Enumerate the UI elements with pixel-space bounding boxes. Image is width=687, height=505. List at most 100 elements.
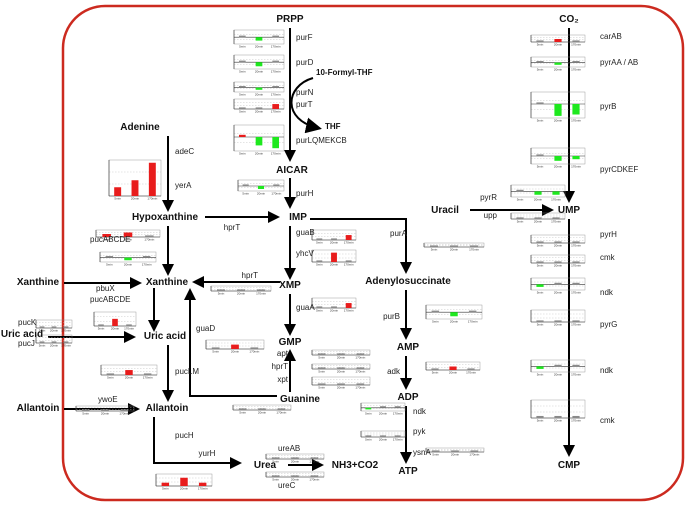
bar-5min [317, 353, 326, 355]
tick-label: 20min [554, 323, 563, 327]
enzyme-label: ysnA [413, 448, 431, 457]
bar-20min [125, 370, 133, 375]
metabolite-guanine: Guanine [280, 394, 320, 405]
tick-label: 5min [537, 68, 544, 72]
enzyme-label: hprT [224, 223, 241, 232]
bar-170min [572, 104, 580, 115]
bar-20min [51, 326, 57, 328]
bar-170min [272, 35, 279, 38]
metabolite-atp: ATP [398, 466, 418, 477]
metabolite-xmp: XMP [279, 280, 301, 291]
enzyme-label: upp [484, 211, 498, 220]
enzyme-label: pucK [18, 318, 37, 327]
tick-label: 20min [554, 264, 563, 268]
tick-label: 170min [466, 371, 476, 375]
tick-label: 5min [517, 198, 524, 202]
bar-5min [316, 306, 323, 308]
bar-20min [123, 232, 133, 237]
tick-label: 5min [239, 45, 246, 49]
bar-20min [554, 104, 562, 116]
tick-label: 5min [103, 238, 110, 242]
pathway-arrows [48, 28, 575, 471]
bar-170min [356, 367, 365, 369]
tick-label: 20min [124, 238, 133, 242]
bar-5min [39, 341, 45, 343]
tick-label: 5min [537, 373, 544, 377]
enzyme-label: pucH [175, 431, 194, 440]
bar-5min [105, 256, 114, 258]
tick-label: 170min [256, 292, 266, 296]
enzyme-label: pyrH [600, 230, 617, 239]
tick-label: 20min [255, 70, 264, 74]
enzyme-label: purN [296, 88, 314, 97]
bar-170min [142, 256, 151, 258]
tick-label: 20min [337, 356, 346, 360]
tick-label: 20min [449, 371, 458, 375]
tick-label: 170min [355, 370, 365, 374]
metabolite-adenylosuccinate: Adenylosuccinate [365, 276, 451, 287]
tick-label: 20min [379, 412, 388, 416]
tick-label: 20min [337, 370, 346, 374]
bar-170min [310, 457, 319, 459]
tick-label: 170min [344, 309, 354, 313]
enzyme-label: pucABCDE [90, 295, 130, 304]
bar-20min [291, 457, 299, 459]
tick-label: 20min [124, 263, 133, 267]
metabolite-xanthine-left: Xanthine [17, 277, 60, 288]
tick-label: 5min [39, 344, 46, 348]
tick-label: 20min [258, 411, 267, 415]
bar-5min [211, 347, 220, 349]
tick-label: 20min [255, 110, 264, 114]
tick-label: 20min [554, 68, 563, 72]
tick-label: 170min [249, 350, 259, 354]
bar-20min [51, 341, 57, 343]
tick-label: 170min [271, 45, 281, 49]
bar-20min [337, 383, 345, 385]
tick-label: 20min [231, 350, 240, 354]
enzyme-label: yhcV [296, 249, 314, 258]
bar-20min [337, 353, 345, 355]
enzyme-label: cmk [600, 253, 616, 262]
enzyme-label: purD [296, 58, 314, 67]
tick-label: 20min [131, 197, 140, 201]
tick-label: 5min [537, 119, 544, 123]
tick-label: 5min [537, 264, 544, 268]
tick-label: 5min [537, 323, 544, 327]
metabolite-uric-acid: Uric acid [144, 331, 186, 342]
metabolite-co2: CO₂ [559, 14, 578, 25]
bar-5min [238, 408, 247, 410]
bar-5min [536, 154, 544, 156]
metabolite-ump: UMP [558, 205, 581, 216]
bar-20min [237, 289, 245, 291]
tick-label: 170min [276, 411, 286, 415]
bar-20min [258, 408, 266, 410]
bar-170min [470, 450, 479, 452]
enzyme-label: purF [296, 33, 313, 42]
tick-label: 170min [344, 241, 354, 245]
bar-170min [572, 61, 580, 63]
bar-5min [317, 383, 326, 385]
tick-label: 170min [571, 323, 581, 327]
bar-170min [470, 245, 478, 247]
tick-label: 5min [239, 110, 246, 114]
tick-label: 5min [431, 248, 438, 252]
enzyme-label: pbuX [96, 284, 115, 293]
enzyme-label: guaA [296, 303, 315, 312]
bar-5min [98, 324, 104, 326]
tick-label: 5min [212, 350, 219, 354]
tick-label: 5min [272, 478, 279, 482]
